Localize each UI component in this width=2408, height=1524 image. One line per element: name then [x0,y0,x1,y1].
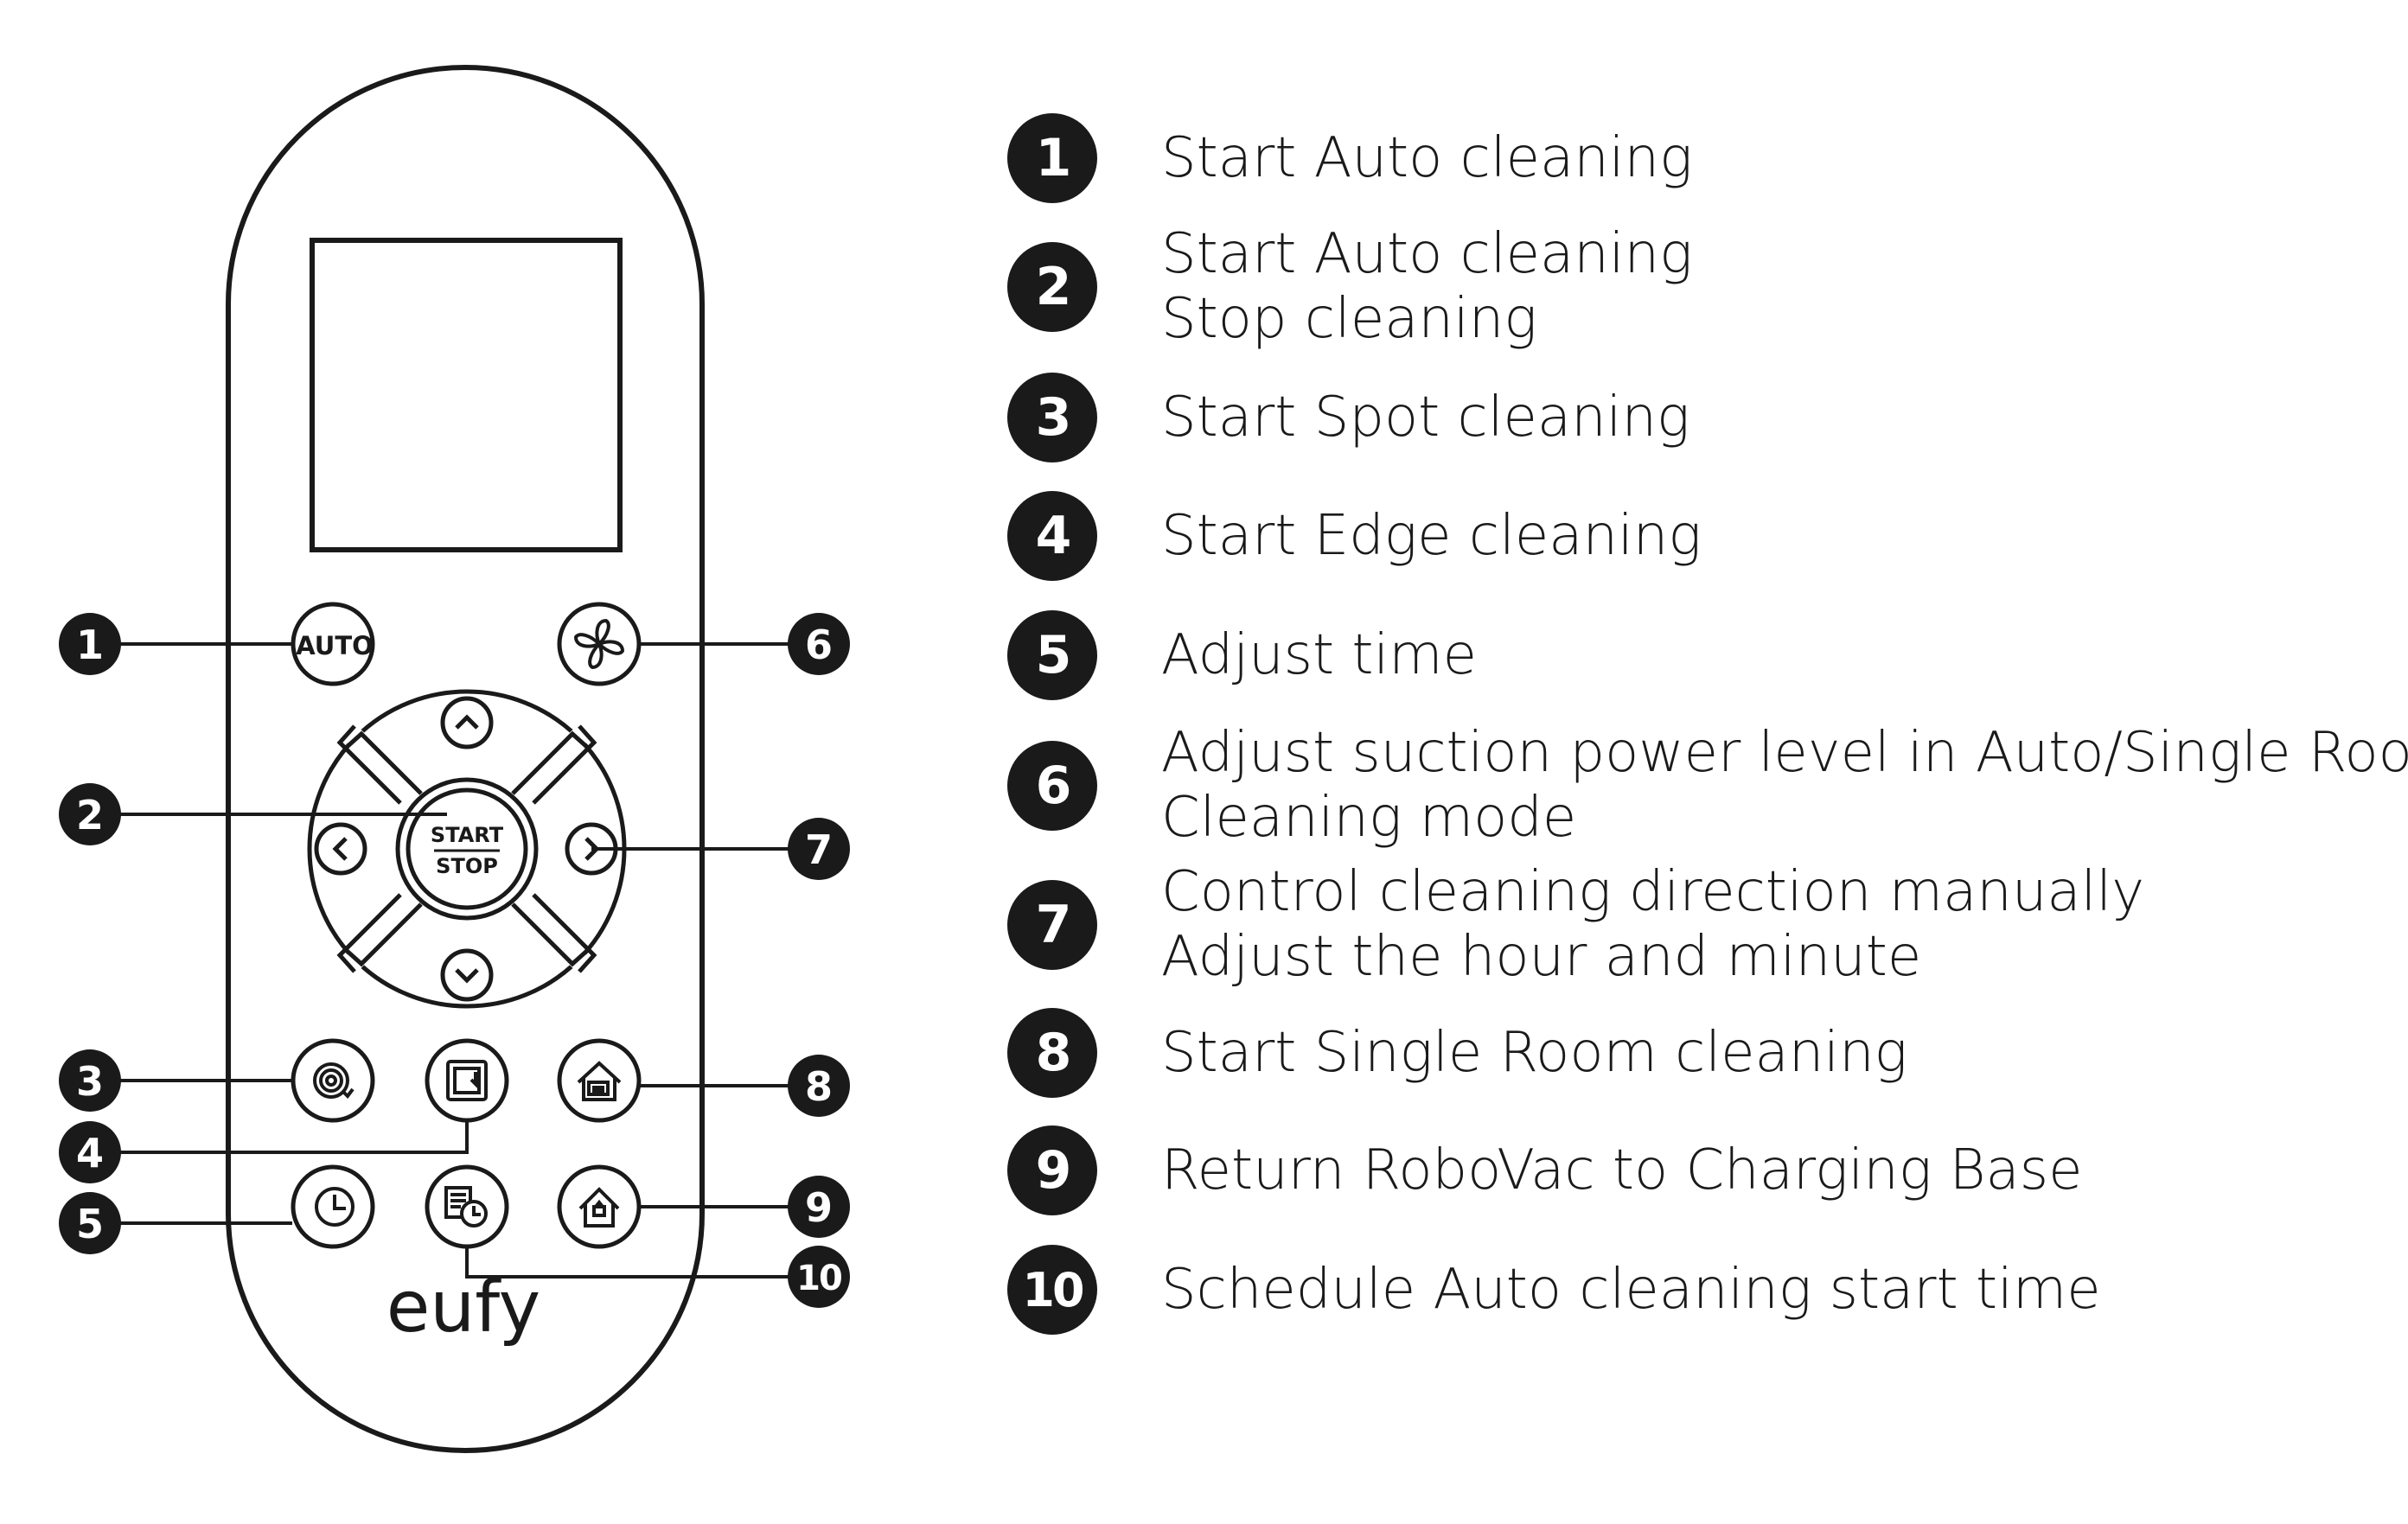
callout-10: 10 [788,1246,850,1308]
legend-item-1: 1 Start Auto cleaning [1007,113,1693,203]
callout-7-label: 7 [805,826,833,873]
callout-8-label: 8 [805,1063,833,1110]
auto-button-label: AUTO [296,631,374,660]
home-button[interactable] [557,1164,642,1249]
legend-line: Adjust suction power level in Auto/Singl… [1161,721,2408,785]
start-stop-button[interactable]: START STOP [412,794,522,904]
legend-line: Cleaning mode [1161,786,1577,850]
legend-line: Start Edge cleaning [1161,503,1702,568]
single-room-icon [577,1061,622,1101]
legend-item-4: 4 Start Edge cleaning [1007,491,1702,581]
legend-item-6: 6 Adjust suction power level in Auto/Sin… [1007,721,2408,851]
stop-label: STOP [436,854,498,878]
legend-text: Start Single Room cleaning [1161,1021,1907,1086]
legend-badge: 5 [1007,610,1097,700]
legend-line: Return RoboVac to Charging Base [1161,1138,2083,1202]
clock-button[interactable] [291,1164,375,1249]
auto-button[interactable]: AUTO [291,602,375,686]
legend-text: Adjust suction power level in Auto/Singl… [1161,721,2408,851]
callout-5-label: 5 [76,1201,104,1247]
chevron-left-icon [332,837,348,861]
edge-button[interactable] [425,1038,509,1123]
legend-item-7: 7 Control cleaning direction manually Ad… [1007,860,2144,990]
legend-badge: 9 [1007,1125,1097,1215]
legend-badge: 8 [1007,1008,1097,1098]
legend-line: Adjust time [1161,622,1477,687]
callout-2-label: 2 [76,792,104,839]
legend-item-10: 10 Schedule Auto cleaning start time [1007,1245,2101,1335]
legend-line: Control cleaning direction manually [1161,860,2145,924]
legend-text: Return RoboVac to Charging Base [1161,1138,2082,1203]
dpad-left-button[interactable] [314,822,367,876]
suction-button[interactable] [557,602,642,686]
legend-text: Adjust time [1161,623,1477,688]
fan-icon [574,619,624,669]
legend-text: Start Auto cleaning Stop cleaning [1161,222,1693,352]
chevron-up-icon [455,714,479,730]
callout-badges: 1 2 3 4 5 6 7 8 9 10 [59,613,850,1308]
clock-icon [315,1187,354,1227]
callout-9: 9 [788,1176,850,1238]
legend-line: Stop cleaning [1161,287,1537,351]
legend-badge: 4 [1007,491,1097,581]
legend-badge: 1 [1007,113,1097,203]
legend-text: Start Edge cleaning [1161,504,1702,569]
legend-text: Start Spot cleaning [1161,386,1689,450]
home-icon [578,1187,620,1227]
callout-6-label: 6 [805,622,833,668]
chevron-right-icon [584,837,600,861]
legend-badge: 3 [1007,373,1097,462]
callout-7: 7 [788,818,850,880]
callout-1-label: 1 [76,622,104,668]
legend-line: Start Spot cleaning [1161,385,1690,450]
callout-8: 8 [788,1055,850,1117]
legend-item-3: 3 Start Spot cleaning [1007,373,1689,462]
legend-line: Start Auto cleaning [1161,222,1693,286]
direction-pad: START STOP [307,689,627,1009]
legend-badge: 7 [1007,880,1097,970]
dpad-up-button[interactable] [440,696,494,749]
callout-1: 1 [59,613,121,675]
legend-text: Control cleaning direction manually Adju… [1161,860,2144,990]
legend-line: Start Single Room cleaning [1161,1020,1908,1085]
legend-item-9: 9 Return RoboVac to Charging Base [1007,1125,2082,1215]
chevron-down-icon [455,968,479,984]
edge-icon [446,1060,488,1101]
callout-4-label: 4 [76,1130,104,1176]
legend-item-8: 8 Start Single Room cleaning [1007,1008,1907,1098]
legend-line: Adjust the hour and minute [1161,925,1922,989]
schedule-icon [444,1186,488,1227]
callout-10-label: 10 [796,1259,841,1298]
dpad-down-button[interactable] [440,948,494,1002]
callout-4: 4 [59,1121,121,1183]
callout-9-label: 9 [805,1184,833,1231]
legend-badge: 6 [1007,741,1097,831]
legend-text: Start Auto cleaning [1161,126,1693,191]
start-label: START [431,823,504,847]
legend-text: Schedule Auto cleaning start time [1161,1258,2101,1323]
callout-2: 2 [59,783,121,845]
callout-3: 3 [59,1049,121,1112]
leader-lines [91,642,819,1279]
spot-button[interactable] [291,1038,375,1123]
schedule-button[interactable] [425,1164,509,1249]
callout-3-label: 3 [76,1058,104,1105]
legend-item-5: 5 Adjust time [1007,610,1477,700]
spot-spiral-icon [313,1062,354,1100]
remote-screen [310,238,623,552]
legend-line: Schedule Auto cleaning start time [1161,1257,2101,1322]
legend-badge: 10 [1007,1245,1097,1335]
callout-5: 5 [59,1192,121,1254]
dpad-right-button[interactable] [565,822,618,876]
callout-6: 6 [788,613,850,675]
remote-body [226,65,705,1453]
legend-line: Start Auto cleaning [1161,125,1693,190]
legend-item-2: 2 Start Auto cleaning Stop cleaning [1007,222,1693,352]
single-room-button[interactable] [557,1038,642,1123]
legend-badge: 2 [1007,242,1097,332]
brand-logo: eufy [386,1266,540,1349]
